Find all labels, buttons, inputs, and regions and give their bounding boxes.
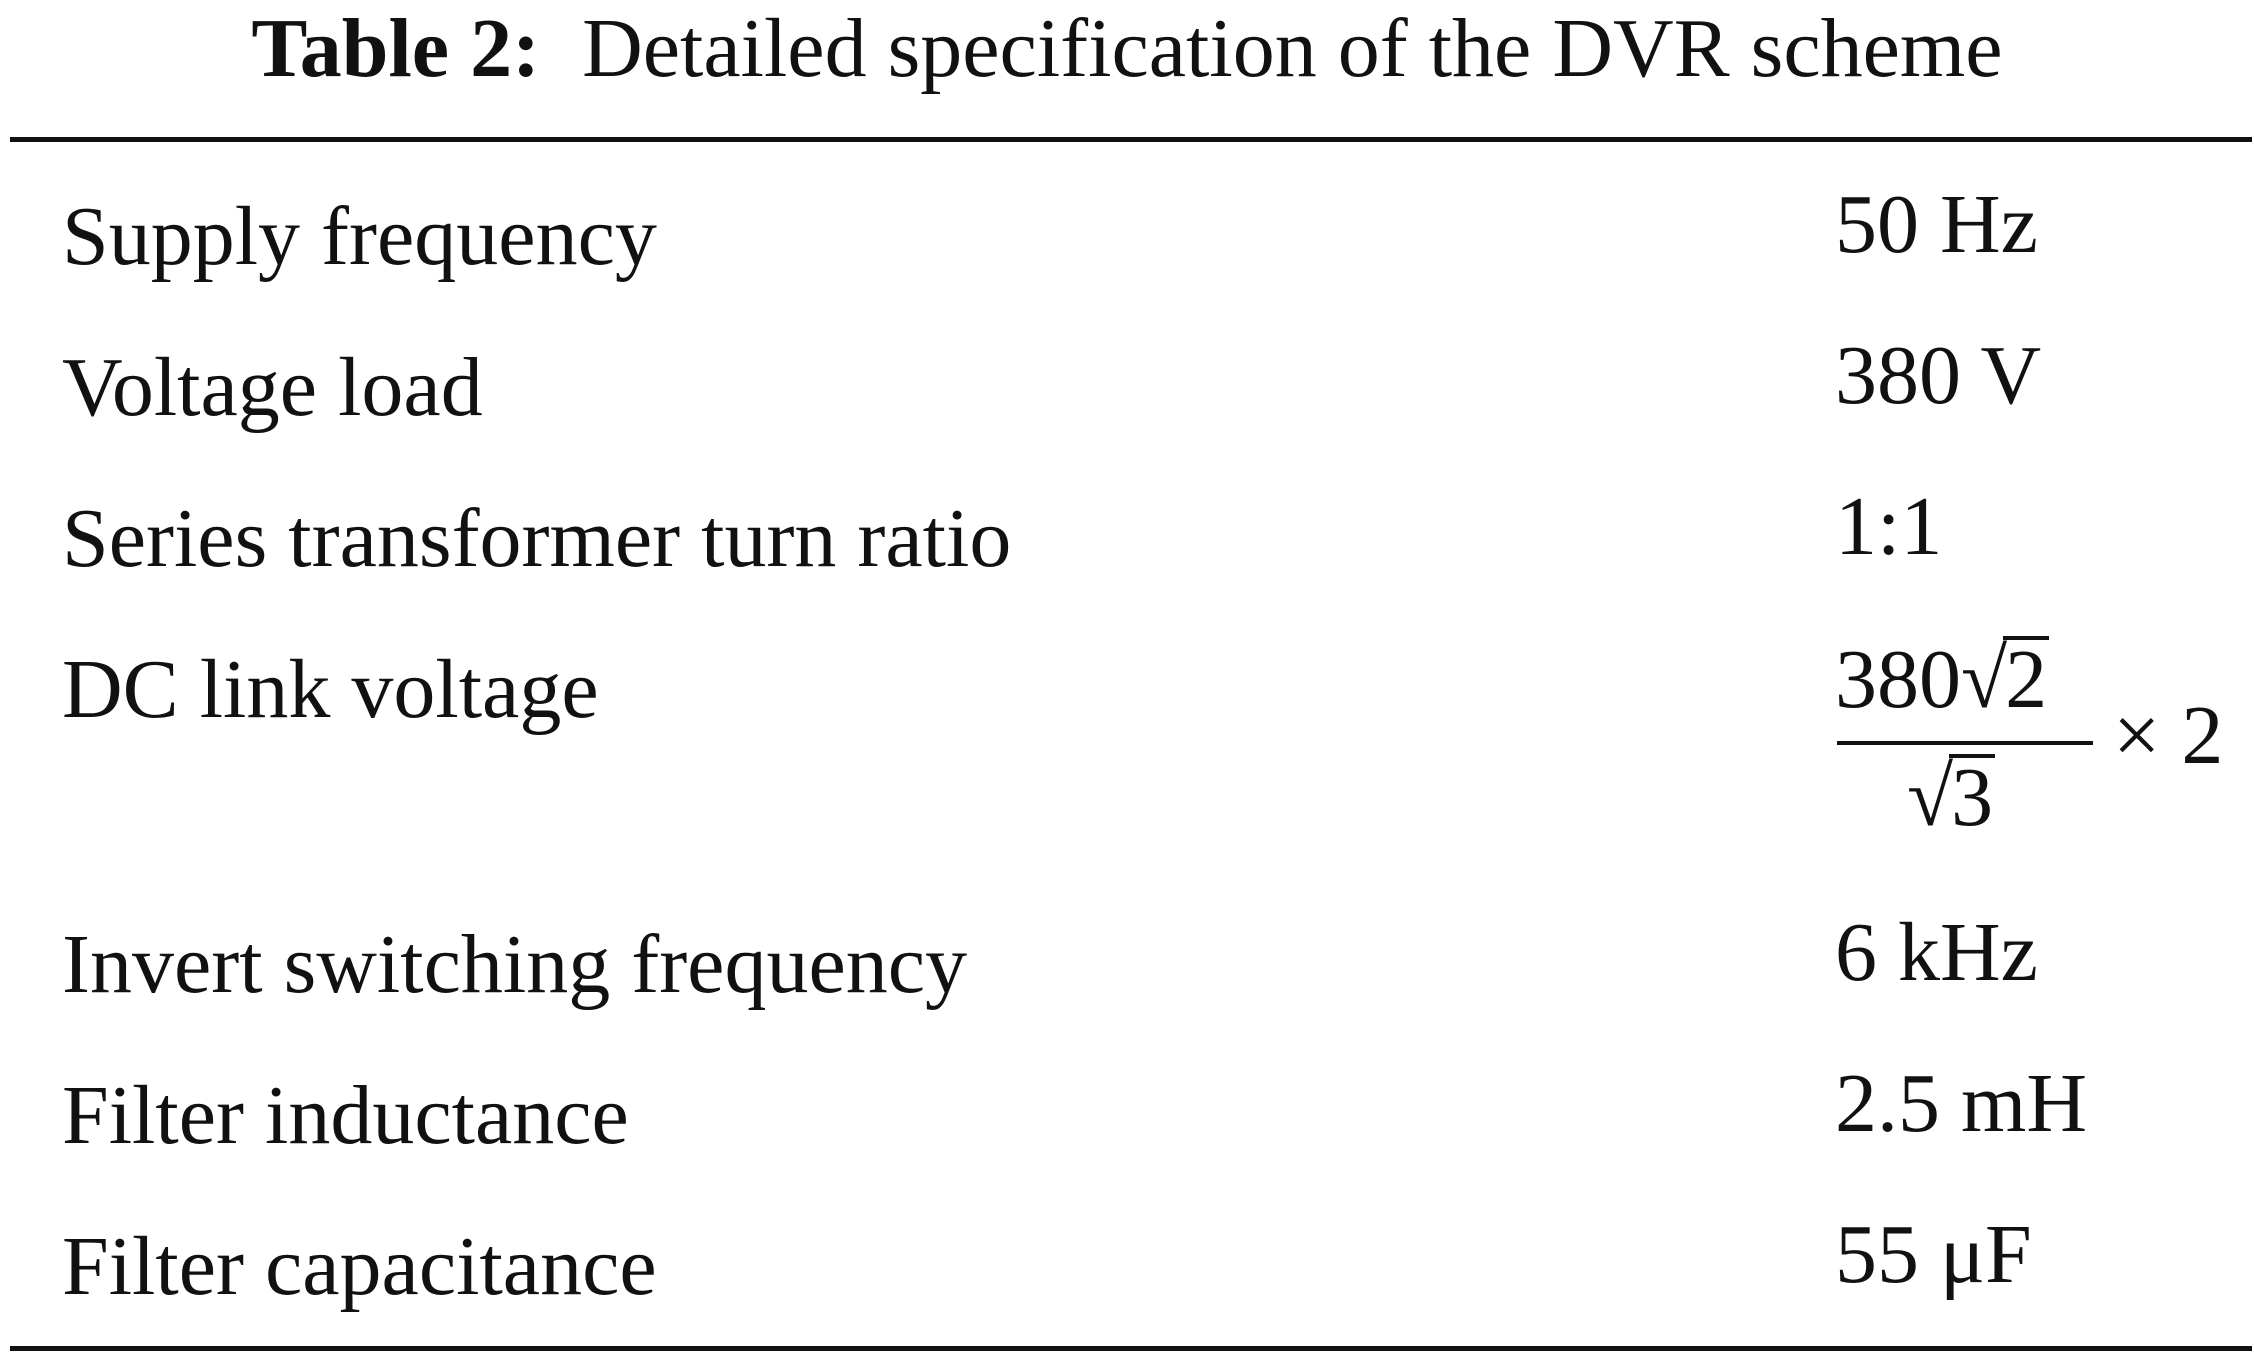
dc-link-voltage-formula: 380√2 √3 × 2 <box>1835 633 2254 873</box>
caption-label: Table 2: <box>251 2 541 95</box>
numerator-radicand: 2 <box>2003 633 2050 726</box>
parameter-cell: DC link voltage <box>62 643 599 736</box>
top-rule <box>10 137 2252 142</box>
table-row: Supply frequency 50 Hz <box>0 178 2254 340</box>
denominator-radicand: 3 <box>1949 751 1996 844</box>
parameter-cell: Series transformer turn ratio <box>62 492 1012 585</box>
fraction-denominator: √3 <box>1907 751 1996 845</box>
value-cell: 6 kHz <box>1835 906 2038 999</box>
sqrt-symbol: √2 <box>1961 633 2050 726</box>
fraction-numerator: 380√2 <box>1835 633 2050 727</box>
table-row: Filter capacitance 55 μF <box>0 1208 2254 1370</box>
caption-text: Detailed specification of the DVR scheme <box>582 2 2003 95</box>
value-cell: 380 V <box>1835 329 2042 422</box>
parameter-cell: Voltage load <box>62 341 483 434</box>
parameter-cell: Invert switching frequency <box>62 918 968 1011</box>
fraction-bar <box>1837 741 2093 745</box>
table-row: Voltage load 380 V <box>0 329 2254 491</box>
table-caption: Table 2: Detailed specification of the D… <box>0 2 2254 96</box>
parameter-cell: Supply frequency <box>62 190 657 283</box>
table-row: Series transformer turn ratio 1:1 <box>0 480 2254 642</box>
table-row: Invert switching frequency 6 kHz <box>0 906 2254 1068</box>
sqrt-symbol: √3 <box>1907 751 1996 844</box>
table-row: Filter inductance 2.5 mH <box>0 1057 2254 1219</box>
parameter-cell: Filter inductance <box>62 1069 629 1162</box>
parameter-cell: Filter capacitance <box>62 1220 657 1313</box>
value-cell: 2.5 mH <box>1835 1057 2087 1150</box>
bottom-rule <box>10 1346 2252 1351</box>
table-row: DC link voltage 380√2 √3 × 2 <box>0 633 2254 893</box>
value-cell: 1:1 <box>1835 480 1943 573</box>
value-cell: 55 μF <box>1835 1208 2032 1301</box>
value-cell: 50 Hz <box>1835 178 2038 271</box>
numerator-coefficient: 380 <box>1835 633 1961 726</box>
times-factor: × 2 <box>2113 689 2224 782</box>
